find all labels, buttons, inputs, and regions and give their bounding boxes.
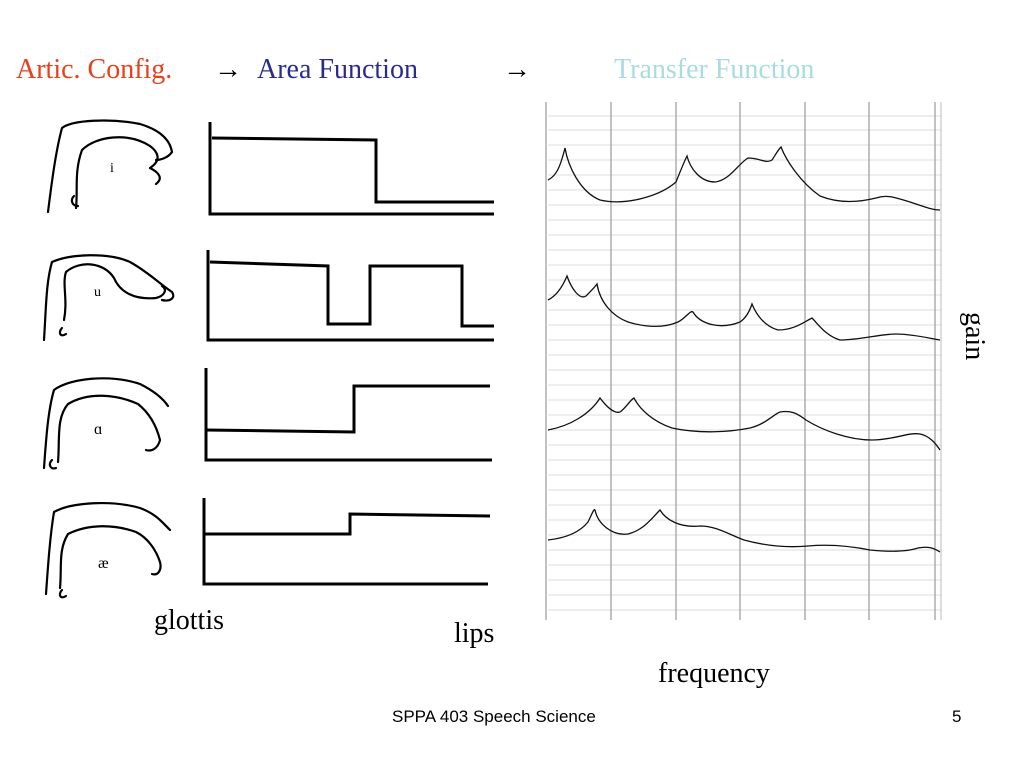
title-arrow-2: → (503, 54, 531, 85)
glottis-label: glottis (154, 605, 225, 636)
footer-course-title: SPPA 403 Speech Science (392, 707, 596, 726)
vocal-tract-a-sketch (42, 377, 170, 470)
vowel-symbol-ae: æ (98, 555, 109, 572)
vowel-symbol-i: i (110, 161, 114, 176)
transfer-curve-u (547, 274, 941, 341)
vowel-symbol-u: u (94, 285, 101, 300)
area-function-a (204, 368, 492, 462)
vocal-tract-u-sketch (42, 254, 175, 342)
frequency-axis-label: frequency (658, 658, 770, 689)
gain-axis-label: gain (959, 312, 990, 361)
transfer-function-chart (545, 102, 942, 620)
title-area-function: Area Function (257, 54, 418, 85)
footer-page-number: 5 (952, 707, 962, 726)
transfer-curve-ae (547, 508, 941, 553)
vowel-symbol-a: ɑ (94, 421, 102, 438)
area-function-ae (202, 498, 491, 586)
area-function-u (206, 250, 494, 342)
title-artic-config: Artic. Config. (16, 54, 173, 85)
vocal-tract-ae-sketch (44, 501, 172, 599)
transfer-curve-a (547, 396, 941, 451)
transfer-curve-i (547, 145, 941, 211)
title-arrow-1: → (214, 54, 242, 85)
area-function-i (208, 122, 494, 216)
vocal-tract-i-sketch (46, 119, 174, 214)
lips-label: lips (454, 618, 495, 649)
title-transfer-function: Transfer Function (614, 54, 815, 85)
